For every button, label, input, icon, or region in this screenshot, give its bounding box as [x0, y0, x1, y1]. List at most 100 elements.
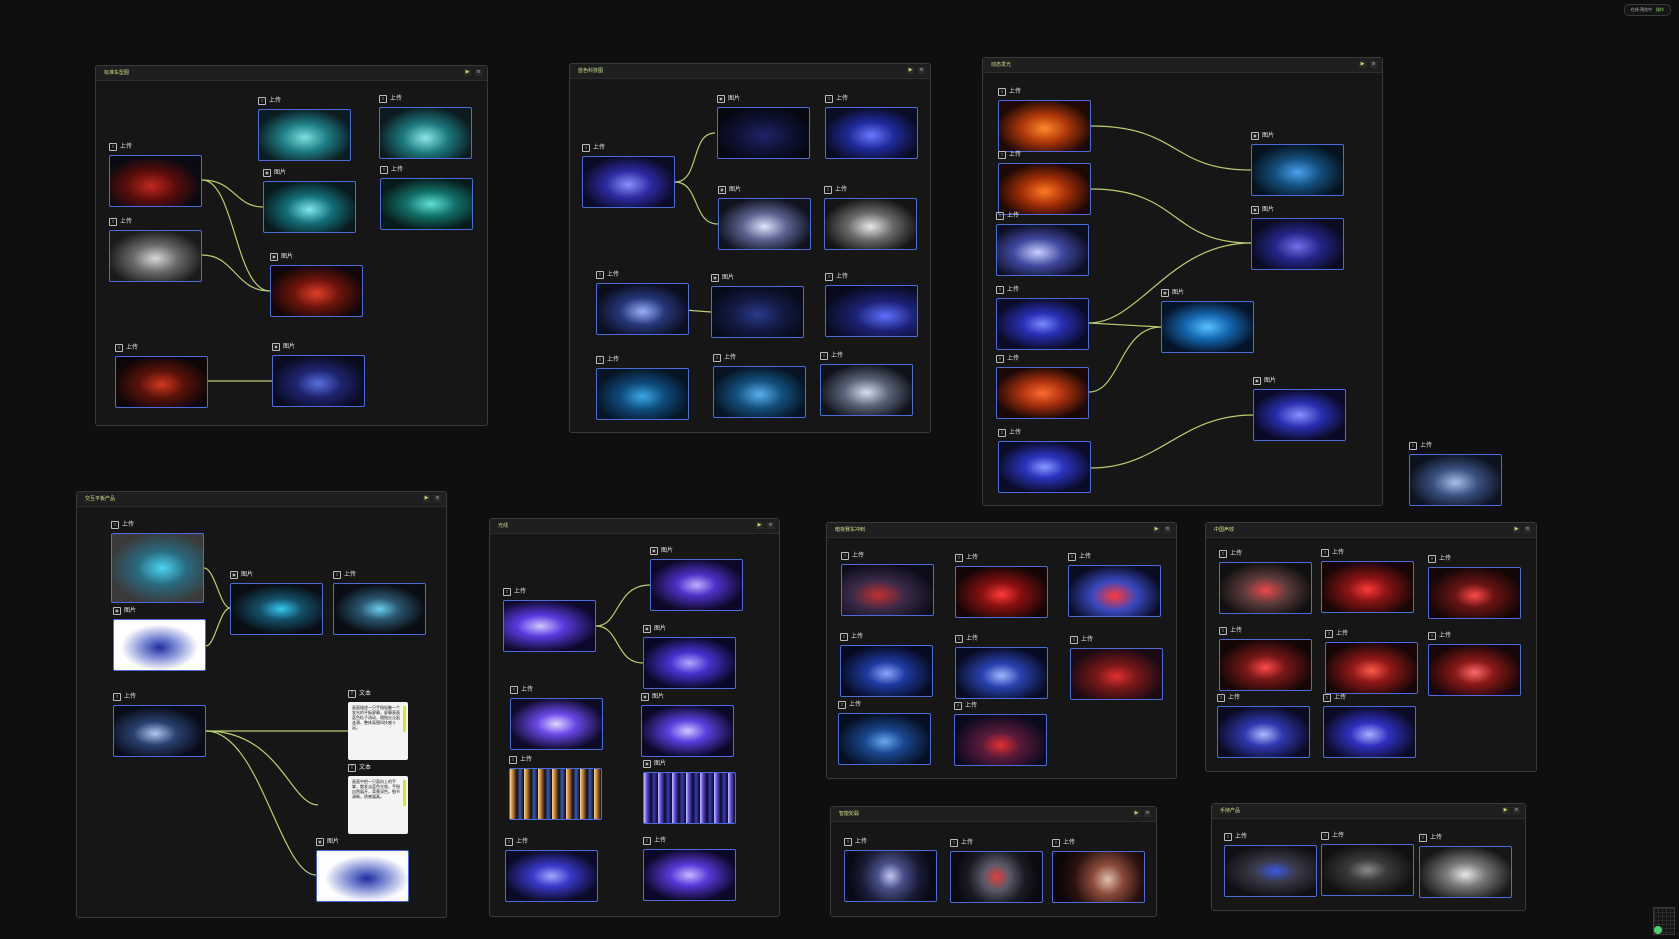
upload-node[interactable]: ⇧上传: [1428, 555, 1521, 619]
image-thumbnail[interactable]: [263, 181, 356, 233]
image-thumbnail[interactable]: [380, 178, 473, 230]
image-thumbnail[interactable]: [717, 107, 810, 159]
image-thumbnail[interactable]: [1428, 567, 1521, 619]
image-thumbnail[interactable]: [1219, 562, 1312, 614]
settings-icon[interactable]: ≡: [1144, 810, 1151, 817]
upload-node[interactable]: ⇧上传: [1070, 636, 1163, 700]
image-node[interactable]: ▣图片: [718, 186, 811, 250]
upload-node[interactable]: ⇧上传: [1219, 627, 1312, 691]
image-thumbnail[interactable]: [825, 107, 918, 159]
upload-node[interactable]: ⇧上传: [503, 588, 596, 652]
upload-node[interactable]: ⇧上传: [998, 429, 1091, 493]
upload-node[interactable]: ⇧上传: [1409, 442, 1502, 506]
image-thumbnail[interactable]: [1321, 561, 1414, 613]
upload-node[interactable]: ⇧上传: [824, 186, 917, 250]
upload-node[interactable]: ⇧上传: [1428, 632, 1521, 696]
image-thumbnail[interactable]: [1409, 454, 1502, 506]
image-thumbnail[interactable]: [113, 619, 206, 671]
image-node[interactable]: ▣图片: [1251, 206, 1344, 270]
image-thumbnail[interactable]: [838, 713, 931, 765]
image-thumbnail[interactable]: [109, 230, 202, 282]
image-thumbnail[interactable]: [115, 356, 208, 408]
upload-node[interactable]: ⇧上传: [955, 554, 1048, 618]
image-node[interactable]: ▣图片: [316, 838, 409, 902]
image-thumbnail[interactable]: [1419, 846, 1512, 898]
play-icon[interactable]: ▶: [1502, 807, 1509, 814]
image-thumbnail[interactable]: [955, 566, 1048, 618]
image-thumbnail[interactable]: [333, 583, 426, 635]
image-thumbnail[interactable]: [840, 645, 933, 697]
group-header[interactable]: 中国声效 ▶≡: [1206, 523, 1536, 538]
settings-icon[interactable]: ≡: [1370, 61, 1377, 68]
image-node[interactable]: ▣图片: [270, 253, 363, 317]
play-icon[interactable]: ▶: [423, 495, 430, 502]
upload-node[interactable]: ⇧上传: [111, 521, 204, 603]
upload-node[interactable]: ⇧上传: [838, 701, 931, 765]
image-thumbnail[interactable]: [582, 156, 675, 208]
upload-node[interactable]: ⇧上传: [998, 88, 1091, 152]
image-thumbnail[interactable]: [998, 163, 1091, 215]
image-thumbnail[interactable]: [503, 600, 596, 652]
settings-icon[interactable]: ≡: [1513, 807, 1520, 814]
image-thumbnail[interactable]: [1251, 218, 1344, 270]
upload-node[interactable]: ⇧上传: [115, 344, 208, 408]
image-thumbnail[interactable]: [1325, 642, 1418, 694]
image-node[interactable]: ▣图片: [272, 343, 365, 407]
image-thumbnail[interactable]: [316, 850, 409, 902]
image-thumbnail[interactable]: [713, 366, 806, 418]
image-node[interactable]: ▣图片: [643, 760, 736, 824]
image-thumbnail[interactable]: [955, 647, 1048, 699]
upload-node[interactable]: ⇧上传: [841, 552, 934, 616]
image-thumbnail[interactable]: [996, 367, 1089, 419]
image-thumbnail[interactable]: [954, 714, 1047, 766]
image-node[interactable]: ▣图片: [643, 625, 736, 689]
upload-node[interactable]: ⇧上传: [713, 354, 806, 418]
settings-icon[interactable]: ≡: [1164, 526, 1171, 533]
upload-node[interactable]: ⇧上传: [1321, 549, 1414, 613]
play-icon[interactable]: ▶: [1513, 526, 1520, 533]
upload-node[interactable]: ⇧上传: [643, 837, 736, 901]
image-thumbnail[interactable]: [825, 285, 918, 337]
image-thumbnail[interactable]: [950, 851, 1043, 903]
upload-node[interactable]: ⇧上传: [954, 702, 1047, 766]
upload-node[interactable]: ⇧上传: [996, 286, 1089, 350]
action-button-label[interactable]: 操作: [1656, 7, 1664, 12]
upload-node[interactable]: ⇧上传: [379, 95, 472, 159]
settings-icon[interactable]: ≡: [918, 67, 925, 74]
upload-node[interactable]: ⇧上传: [1419, 834, 1512, 898]
upload-node[interactable]: ⇧上传: [509, 756, 602, 820]
play-icon[interactable]: ▶: [756, 522, 763, 529]
image-thumbnail[interactable]: [272, 355, 365, 407]
image-node[interactable]: ▣图片: [717, 95, 810, 159]
upload-node[interactable]: ⇧上传: [840, 633, 933, 697]
image-thumbnail[interactable]: [1217, 706, 1310, 758]
text-content[interactable]: 画面描述一只手指轻触一个发光的平板屏幕，屏幕表面蓝色粒子流动，随指尖泛起涟漪，整…: [348, 702, 408, 760]
image-node[interactable]: ▣图片: [1251, 132, 1344, 196]
settings-icon[interactable]: ≡: [767, 522, 774, 529]
image-thumbnail[interactable]: [1253, 389, 1346, 441]
upload-node[interactable]: ⇧上传: [1321, 832, 1414, 896]
image-thumbnail[interactable]: [1323, 706, 1416, 758]
image-thumbnail[interactable]: [844, 850, 937, 902]
upload-node[interactable]: ⇧上传: [380, 166, 473, 230]
text-content[interactable]: 画面中把一只面向上的手掌，散发淡蓝色光效，手指自然展开，背景深色，细节清晰，质感…: [348, 776, 408, 834]
image-thumbnail[interactable]: [643, 772, 736, 824]
image-node[interactable]: ▣图片: [1161, 289, 1254, 353]
upload-node[interactable]: ⇧上传: [825, 95, 918, 159]
image-node[interactable]: ▣图片: [641, 693, 734, 757]
minimap[interactable]: [1653, 907, 1675, 935]
upload-node[interactable]: ⇧上传: [582, 144, 675, 208]
image-thumbnail[interactable]: [1161, 301, 1254, 353]
scrollbar[interactable]: [403, 780, 406, 806]
play-icon[interactable]: ▶: [1359, 61, 1366, 68]
upload-node[interactable]: ⇧上传: [1325, 630, 1418, 694]
image-thumbnail[interactable]: [509, 768, 602, 820]
image-thumbnail[interactable]: [596, 368, 689, 420]
group-header[interactable]: 智能轮毂 ▶≡: [831, 807, 1156, 822]
image-thumbnail[interactable]: [230, 583, 323, 635]
image-thumbnail[interactable]: [379, 107, 472, 159]
upload-node[interactable]: ⇧上传: [258, 97, 351, 161]
image-thumbnail[interactable]: [270, 265, 363, 317]
